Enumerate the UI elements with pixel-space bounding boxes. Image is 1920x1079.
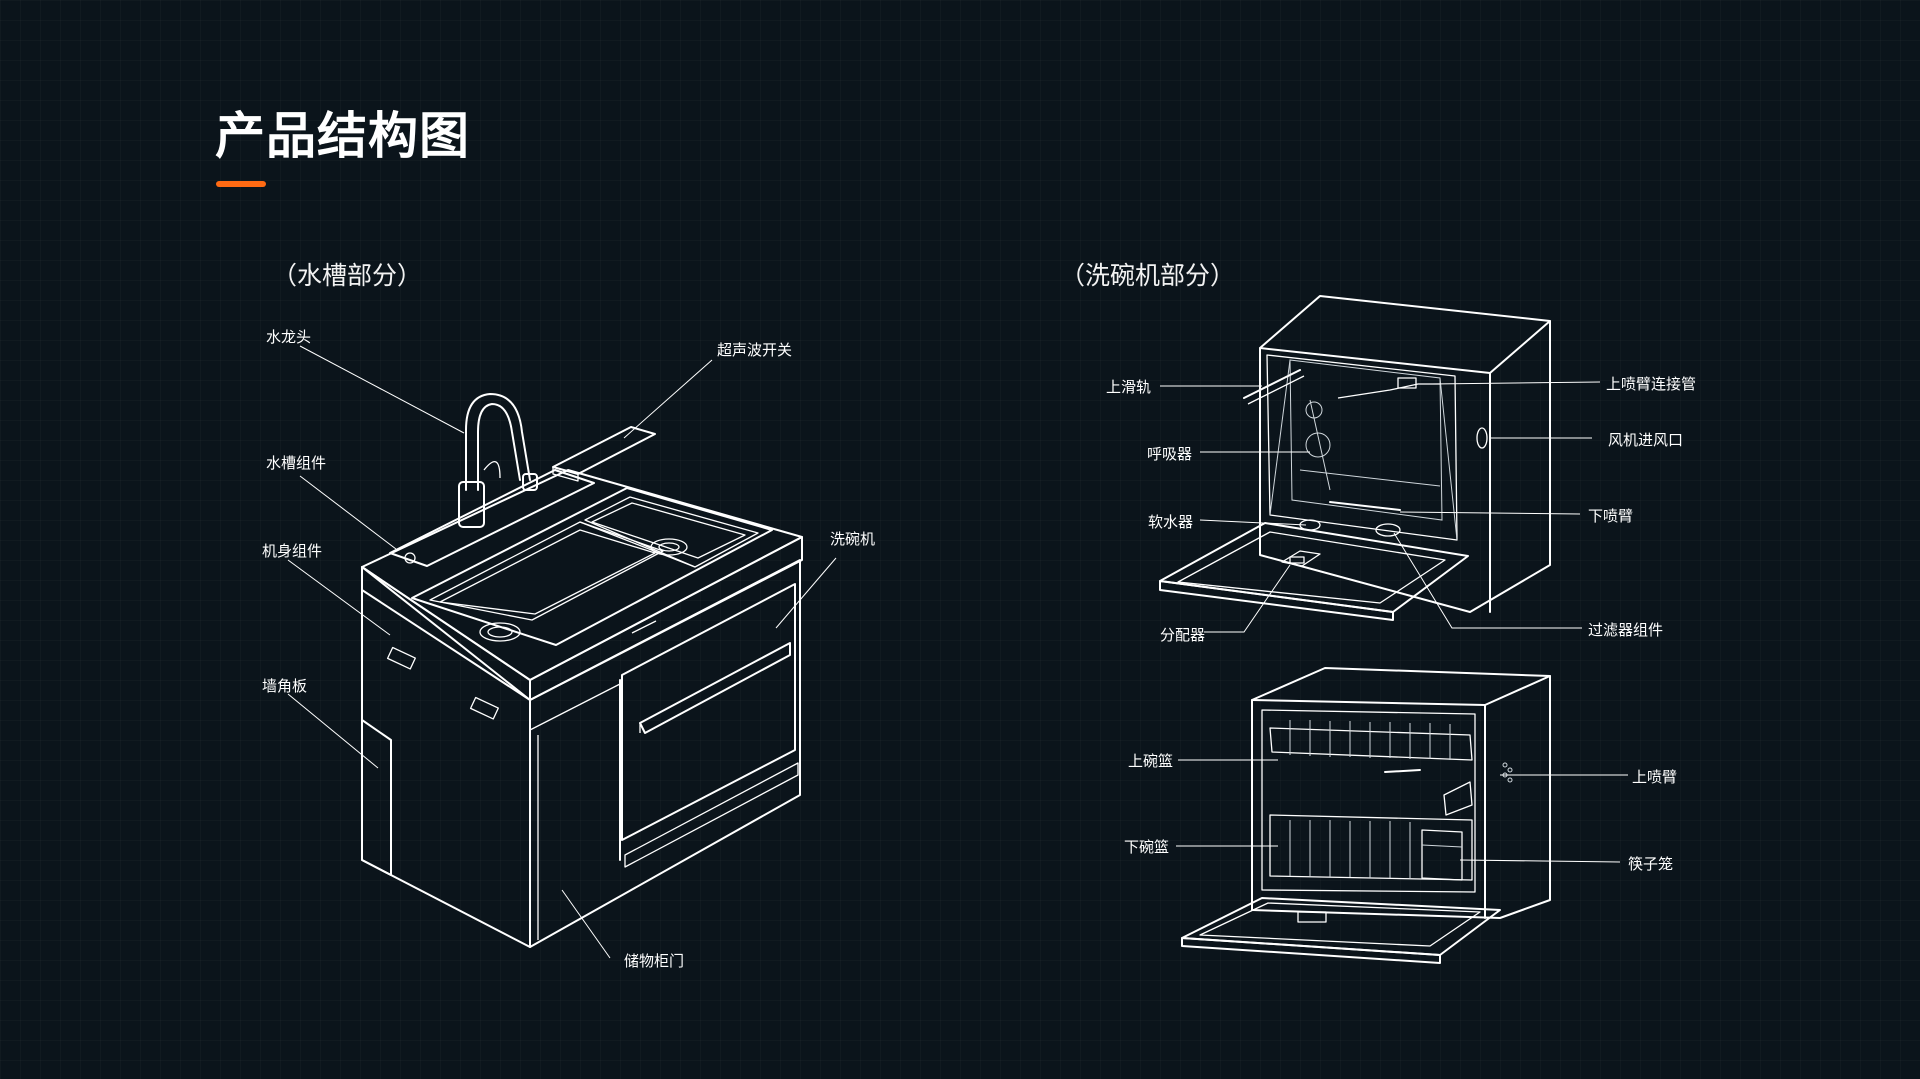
label-sink-assembly: 水槽组件: [266, 454, 327, 472]
label-ultrasonic-switch: 超声波开关: [717, 341, 793, 359]
label-faucet: 水龙头: [266, 328, 312, 346]
label-upper-slide-rail: 上滑轨: [1106, 378, 1152, 396]
page-title: 产品结构图: [215, 107, 470, 165]
dishwasher-section-title: （洗碗机部分）: [1060, 261, 1236, 290]
label-upper-spray-arm: 上喷臂: [1632, 768, 1678, 786]
label-water-softener: 软水器: [1148, 513, 1194, 531]
dishwasher-open-illustration: [1159, 295, 1551, 621]
label-upper-arm-connector: 上喷臂连接管: [1606, 375, 1697, 393]
label-filter-assembly: 过滤器组件: [1588, 621, 1664, 639]
label-corner-panel: 墙角板: [262, 677, 308, 695]
label-breather: 呼吸器: [1147, 445, 1193, 463]
label-cutlery-cage: 筷子笼: [1628, 855, 1674, 873]
label-body-assembly: 机身组件: [262, 542, 323, 560]
label-lower-spray-arm: 下喷臂: [1588, 507, 1634, 525]
label-storage-door: 储物柜门: [624, 952, 685, 970]
sink-section-title: （水槽部分）: [272, 261, 423, 290]
label-fan-inlet: 风机进风口: [1608, 431, 1684, 449]
dishwasher-leader-lines: [1160, 381, 1628, 863]
title-accent-bar: [216, 181, 266, 187]
label-dispenser: 分配器: [1160, 626, 1206, 644]
sink-leader-lines: [287, 345, 837, 959]
label-upper-basket: 上碗篮: [1128, 752, 1174, 770]
dishwasher-racks-illustration: [1181, 667, 1551, 964]
label-lower-basket: 下碗篮: [1124, 838, 1170, 856]
sink-cabinet-illustration: [361, 393, 803, 948]
label-dishwasher: 洗碗机: [830, 530, 876, 548]
